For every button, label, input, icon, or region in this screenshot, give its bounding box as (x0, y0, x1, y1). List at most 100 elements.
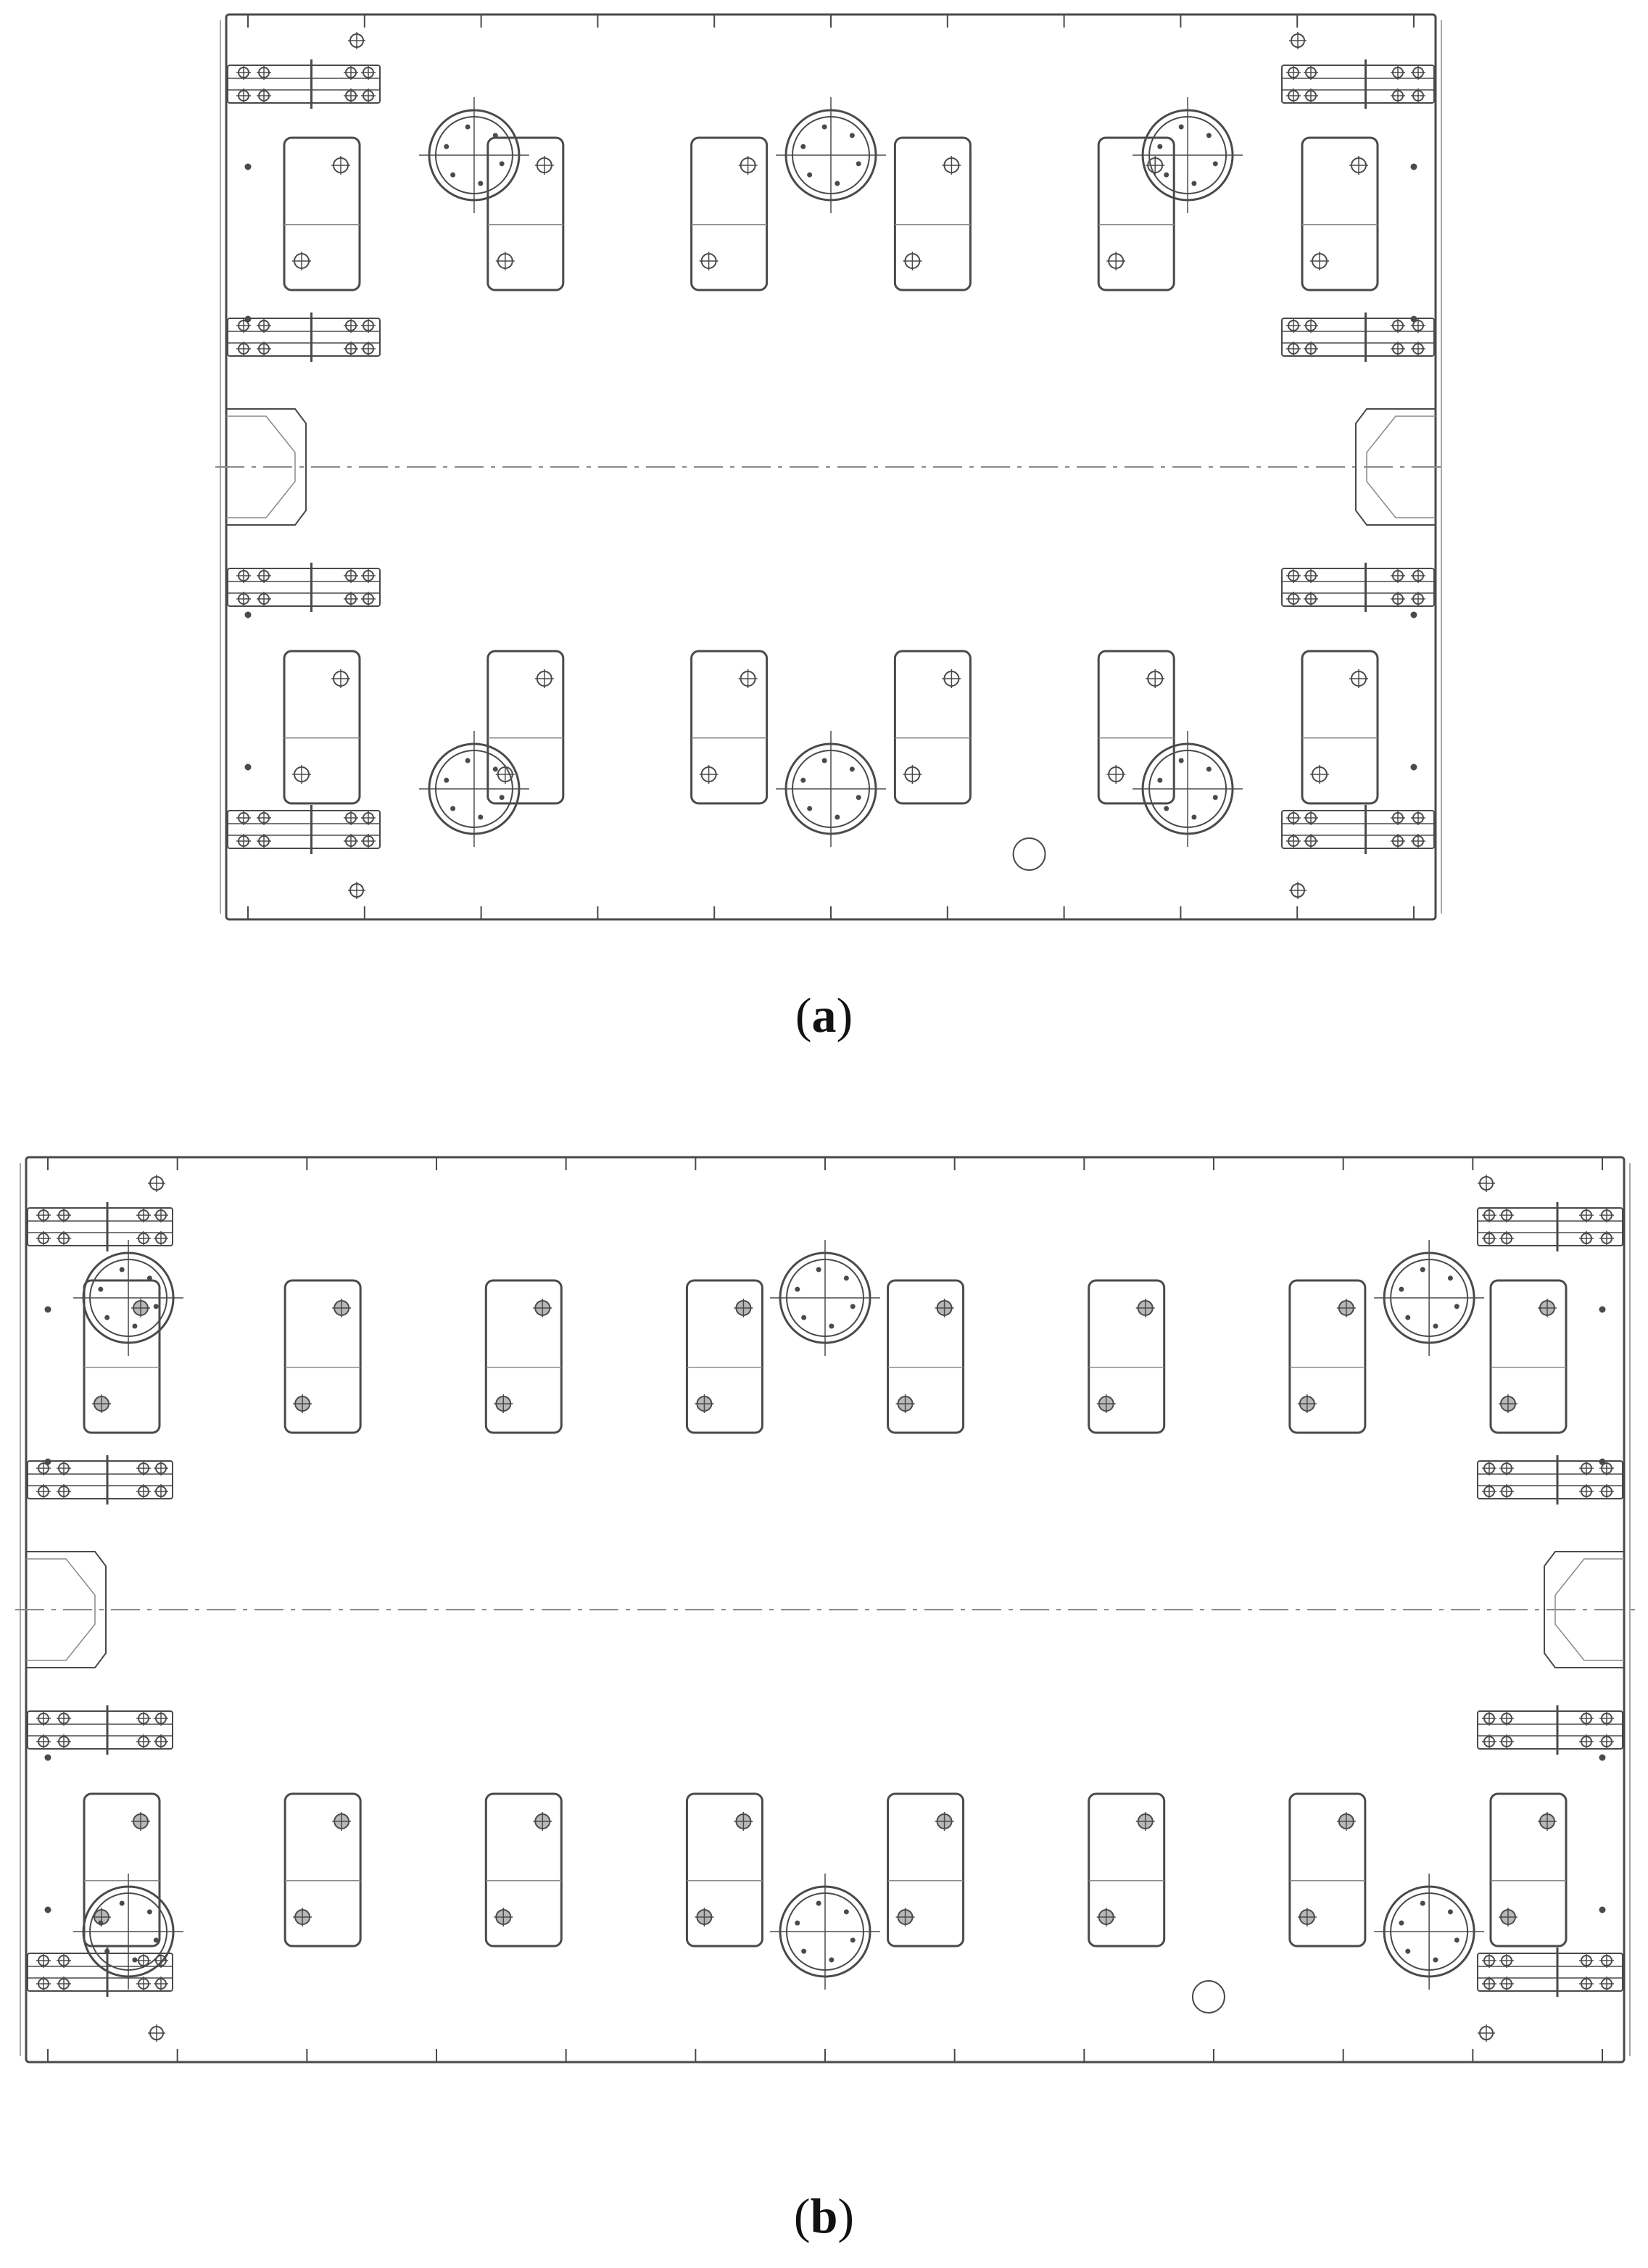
bolt-hole (92, 1394, 111, 1413)
power-module (1288, 1279, 1367, 1434)
bolt-hole (154, 1484, 168, 1499)
bolt-hole (1411, 811, 1425, 825)
bolt-hole (1106, 765, 1126, 784)
bolt-hole (1579, 1977, 1594, 1991)
capacitor-bore (418, 731, 529, 847)
capacitor-bore (770, 1240, 880, 1356)
capacitor-bore (73, 1240, 184, 1356)
busbar-clamp (1281, 563, 1435, 612)
power-module (83, 1279, 161, 1434)
bolt-hole (1499, 1484, 1514, 1499)
capacitor-bore (418, 97, 529, 213)
bolt-hole (1499, 1711, 1514, 1726)
bolt-hole (734, 1812, 753, 1831)
bolt-hole (1286, 811, 1301, 825)
bolt-hole (257, 65, 271, 80)
bolt-hole (1499, 1953, 1514, 1968)
bolt-hole (236, 834, 251, 848)
bolt-hole (57, 1484, 71, 1499)
bolt-hole (136, 1953, 151, 1968)
edge-ticks (247, 15, 1415, 28)
bolt-hole (154, 1734, 168, 1749)
bolt-hole (1478, 1175, 1495, 1192)
bolt-hole (257, 318, 271, 333)
bolt-hole (1310, 252, 1329, 270)
bolt-hole (57, 1977, 71, 1991)
bolt-hole (1411, 592, 1425, 606)
bolt-hole (1096, 1908, 1116, 1926)
power-module (1489, 1279, 1568, 1434)
bolt-hole (1599, 1711, 1614, 1726)
capacitor-bore (73, 1874, 184, 1990)
bolt-hole (1499, 1461, 1514, 1476)
bolt-hole (344, 592, 358, 606)
bolt-hole (136, 1977, 151, 1991)
caption-a: (a) (795, 988, 853, 1043)
bolt-hole (1096, 1394, 1116, 1413)
bolt-hole (361, 342, 376, 356)
bolt-hole (1482, 1734, 1496, 1749)
bolt-hole (1391, 834, 1405, 848)
capacitor-bore (776, 731, 886, 847)
bolt-hole (257, 811, 271, 825)
power-module (893, 650, 972, 805)
power-module (1088, 1792, 1166, 1948)
bolt-hole (1289, 882, 1307, 899)
edge-ticks (247, 906, 1415, 919)
busbar-clamp (227, 805, 381, 854)
power-module (283, 1279, 362, 1434)
bolt-hole (1286, 65, 1301, 80)
side-notch (1544, 1551, 1624, 1668)
bolt-hole (1538, 1299, 1557, 1317)
power-module (690, 650, 769, 805)
bolt-hole (1135, 1299, 1155, 1317)
bolt-hole (1482, 1484, 1496, 1499)
bolt-hole (131, 1299, 150, 1317)
bolt-hole (36, 1231, 51, 1246)
bolt-hole (236, 88, 251, 103)
power-module (1097, 650, 1175, 805)
bolt-hole (1135, 1812, 1155, 1831)
bolt-hole (1411, 342, 1425, 356)
bolt-hole (236, 811, 251, 825)
bolt-hole (1599, 1953, 1614, 1968)
edge-ticks (47, 2049, 1603, 2062)
bolt-hole (699, 252, 719, 270)
bolt-hole (348, 882, 365, 899)
edge-ticks (47, 1157, 1603, 1170)
bolt-hole (1304, 318, 1318, 333)
bolt-hole (57, 1711, 71, 1726)
bolt-hole (1304, 592, 1318, 606)
bolt-hole (236, 318, 251, 333)
bolt-hole (1146, 156, 1165, 175)
bolt-hole (738, 669, 758, 688)
bolt-hole (257, 88, 271, 103)
bolt-hole (57, 1461, 71, 1476)
bolt-hole (344, 834, 358, 848)
bolt-hole (1349, 156, 1368, 175)
busbar-clamp (1281, 313, 1435, 362)
bolt-hole (361, 568, 376, 583)
power-module (484, 1279, 563, 1434)
bolt-hole (1482, 1231, 1496, 1246)
bolt-hole (1411, 65, 1425, 80)
bolt-hole (1304, 65, 1318, 80)
bolt-hole (1286, 318, 1301, 333)
bolt-hole (738, 156, 758, 175)
bolt-hole (36, 1977, 51, 1991)
bolt-hole (1286, 834, 1301, 848)
bolt-hole (1391, 342, 1405, 356)
bolt-hole (699, 765, 719, 784)
busbar-clamp (1477, 1455, 1623, 1505)
bolt-hole (36, 1208, 51, 1222)
busbar-clamp (1281, 59, 1435, 109)
bolt-hole (1599, 1977, 1614, 1991)
capacitor-bore (770, 1874, 880, 1990)
bolt-hole (1391, 811, 1405, 825)
bolt-hole (895, 1908, 915, 1926)
bolt-hole (935, 1812, 954, 1831)
bolt-hole (236, 65, 251, 80)
bolt-hole (1538, 1812, 1557, 1831)
bolt-hole (1304, 88, 1318, 103)
